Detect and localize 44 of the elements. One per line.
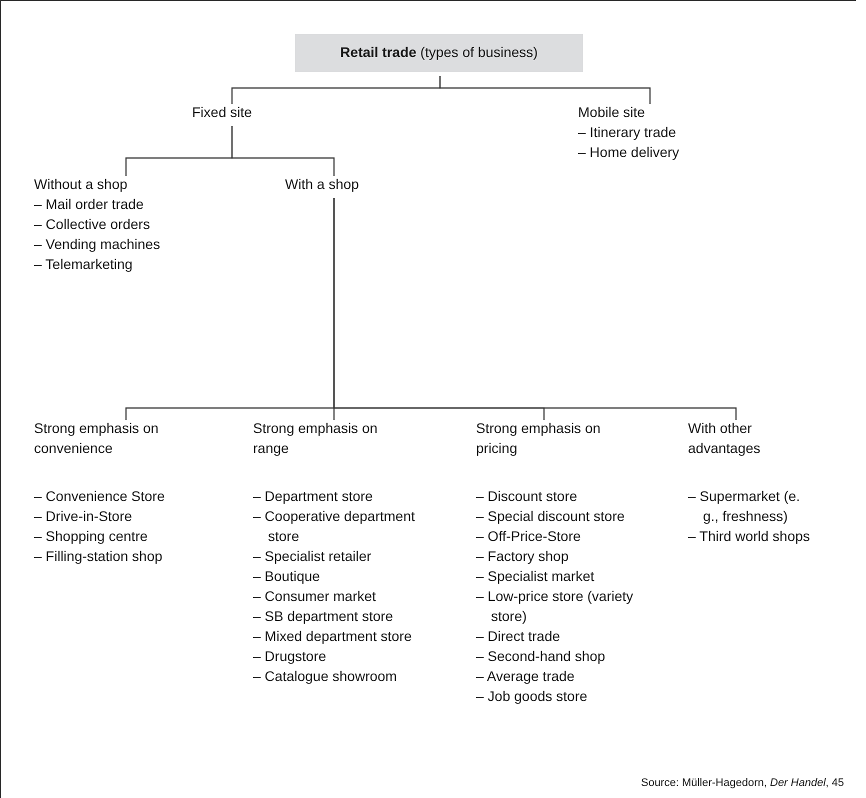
list-item: – Discount store bbox=[476, 487, 578, 506]
connector-line bbox=[231, 126, 335, 176]
list-item: – Low-price store (variety store) bbox=[476, 587, 634, 626]
category-heading: Strong emphasis on convenience bbox=[34, 419, 159, 458]
list-item: – Telemarketing bbox=[34, 255, 134, 274]
list-item: – Direct trade bbox=[476, 627, 562, 646]
source-note: Source: Müller-Hagedorn, Der Handel, 45 bbox=[640, 776, 844, 791]
list-item: – Catalogue showroom bbox=[253, 667, 398, 686]
list-item: – Third world shops bbox=[688, 527, 811, 546]
list-item: – Drugstore bbox=[253, 647, 328, 666]
list-item: – Department store bbox=[253, 487, 374, 506]
category-heading: Strong emphasis on range bbox=[253, 419, 378, 458]
list-item: – Boutique bbox=[253, 567, 321, 586]
list-item: – Collective orders bbox=[34, 215, 151, 234]
list-item: – Convenience Store bbox=[34, 487, 166, 506]
connector-line bbox=[333, 198, 737, 420]
list-item: – SB department store bbox=[253, 607, 394, 626]
list-item: – Vending machines bbox=[34, 235, 162, 254]
list-item: – Supermarket (e. g., freshness) bbox=[688, 487, 802, 526]
list-item: – Filling-station shop bbox=[34, 547, 164, 566]
category-heading: Without a shop bbox=[34, 175, 128, 194]
list-item: – Mixed department store bbox=[253, 627, 413, 646]
list-item: – Job goods store bbox=[476, 687, 588, 706]
category-heading: Strong emphasis on pricing bbox=[476, 419, 601, 458]
category-heading: Mobile site bbox=[578, 103, 646, 122]
category-heading: With a shop bbox=[285, 175, 360, 194]
header-box: Retail trade (types of business) bbox=[295, 34, 583, 72]
list-item: – Itinerary trade bbox=[578, 123, 678, 142]
category-heading: With other advantages bbox=[688, 419, 762, 458]
list-item: – Drive-in-Store bbox=[34, 507, 134, 526]
list-item: – Second-hand shop bbox=[476, 647, 606, 666]
list-item: – Mail order trade bbox=[34, 195, 145, 214]
list-item: – Special discount store bbox=[476, 507, 626, 526]
list-item: – Home delivery bbox=[578, 143, 680, 162]
list-item: – Cooperative department store bbox=[253, 507, 416, 546]
list-item: – Consumer market bbox=[253, 587, 377, 606]
list-item: – Factory shop bbox=[476, 547, 570, 566]
list-item: – Off-Price-Store bbox=[476, 527, 582, 546]
list-item: – Average trade bbox=[476, 667, 576, 686]
list-item: – Specialist retailer bbox=[253, 547, 372, 566]
list-item: – Specialist market bbox=[476, 567, 596, 586]
category-heading: Fixed site bbox=[192, 103, 253, 122]
list-item: – Shopping centre bbox=[34, 527, 149, 546]
connector-line bbox=[439, 76, 651, 104]
